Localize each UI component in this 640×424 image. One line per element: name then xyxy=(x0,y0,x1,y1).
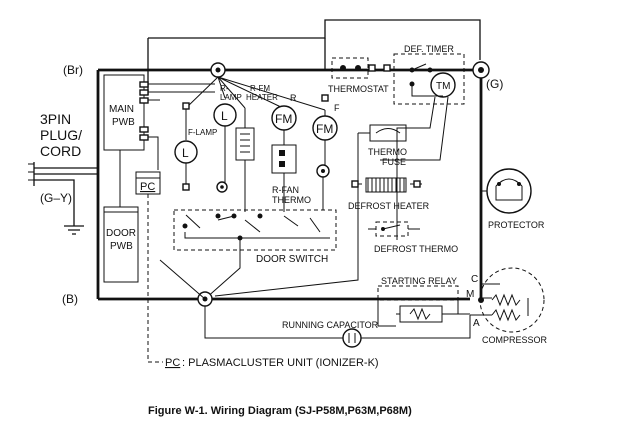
main-pwb-label-1: MAIN xyxy=(109,104,134,115)
pc-box-label: PC xyxy=(140,181,155,193)
label-g-y: (G–Y) xyxy=(40,191,72,205)
bottom-junction-wires xyxy=(159,210,359,300)
capacitor-plates xyxy=(348,333,356,343)
f-lamp-connector xyxy=(182,102,190,110)
door-switch-label: DOOR SWITCH xyxy=(256,254,328,265)
defrost-thermo-contact xyxy=(382,224,401,230)
f-lamp-connector-bottom xyxy=(182,183,190,191)
junction-fan-out xyxy=(185,76,326,111)
capacitor-wires xyxy=(204,306,471,339)
plug-ground-wire xyxy=(34,179,75,226)
fuse-wire-left xyxy=(357,132,370,210)
thermostat-box xyxy=(331,57,369,79)
r-lamp-label-2: LAMP xyxy=(220,93,242,102)
timer-connector xyxy=(383,64,391,72)
label-g: (G) xyxy=(486,77,503,91)
r-lamp-symbol: L xyxy=(221,109,228,123)
door-switch-to-b xyxy=(204,238,241,300)
def-timer-box xyxy=(393,53,465,105)
r-lamp-label-1: R- xyxy=(220,84,229,93)
legend-text: : PLASMACLUSTER UNIT (IONIZER-K) xyxy=(182,357,379,369)
r-fan-thermo-label-2: THERMO xyxy=(272,195,311,205)
main-pwb-pin xyxy=(139,134,149,141)
starting-relay-box xyxy=(377,285,459,301)
top-thin-wire xyxy=(148,19,481,60)
compressor-start-winding xyxy=(491,308,521,322)
f-fm-symbol: FM xyxy=(316,122,333,136)
door-switch-bus xyxy=(184,232,330,239)
relay-ptc xyxy=(409,307,431,321)
f-lamp-label: F-LAMP xyxy=(188,128,217,137)
defrost-heater xyxy=(352,178,422,192)
starting-relay-element xyxy=(399,305,443,323)
plug-prongs xyxy=(28,163,34,181)
r-fan-thermo-label-1: R-FAN xyxy=(272,185,299,195)
starting-relay-label: STARTING RELAY xyxy=(381,276,457,286)
door-pwb-label-1: DOOR xyxy=(106,228,136,239)
defrost-thermo-label: DEFROST THERMO xyxy=(374,244,458,254)
r-fm-heater-label-1: R-FM xyxy=(250,84,270,93)
plug-label-line3: CORD xyxy=(40,143,81,159)
label-br: (Br) xyxy=(63,63,83,77)
timer-motor xyxy=(430,72,456,98)
thermo-fuse-label-2: FUSE xyxy=(382,157,406,167)
terminal-c: C xyxy=(471,274,478,285)
figure-caption: Figure W-1. Wiring Diagram (SJ-P58M,P63M… xyxy=(148,405,412,417)
thermo-fuse-label-1: THERMO xyxy=(368,147,407,157)
running-capacitor-label: RUNNING CAPACITOR xyxy=(282,320,379,330)
main-pwb-pin xyxy=(139,97,149,104)
thermostat-label: THERMOSTAT xyxy=(328,84,389,94)
compressor-label: COMPRESSOR xyxy=(482,335,548,345)
timer-to-fuse xyxy=(380,96,449,161)
pc-leader-line xyxy=(147,194,163,363)
timer-to-defrost xyxy=(396,96,436,240)
main-pwb-wires xyxy=(148,83,215,101)
f-label: F xyxy=(334,103,340,113)
compressor-main-winding xyxy=(491,293,521,307)
main-pwb-pin xyxy=(139,126,149,133)
label-b: (B) xyxy=(62,292,78,306)
f-lamp-symbol: L xyxy=(182,146,189,160)
door-pwb-box xyxy=(103,211,139,283)
ground-symbol xyxy=(64,225,84,235)
protector-label: PROTECTOR xyxy=(488,220,545,230)
heater-connector xyxy=(413,180,421,188)
protector-body xyxy=(495,186,523,201)
main-pwb-box xyxy=(103,74,145,151)
r-fm-heater-label-2: HEATER xyxy=(246,93,278,102)
main-pwb-pin xyxy=(139,89,149,96)
r-fm-heater xyxy=(235,127,255,161)
main-pwb-label-2: PWB xyxy=(112,117,135,128)
compressor-body xyxy=(479,267,545,333)
thermostat-connector xyxy=(368,64,376,72)
plug-label-line1: 3PIN xyxy=(40,111,71,127)
defrost-thermo-box xyxy=(375,221,409,237)
defrost-heater-box xyxy=(365,177,407,193)
thermo-fuse-box xyxy=(369,124,407,142)
timer-contacts xyxy=(411,63,443,97)
r-fm-symbol: FM xyxy=(275,112,292,126)
door-pwb-label-2: PWB xyxy=(110,241,133,252)
capacitor-ring xyxy=(342,328,362,348)
f-fm-connector xyxy=(321,94,329,102)
r-fan-thermo-box xyxy=(271,144,297,174)
tm-symbol: TM xyxy=(436,81,450,92)
door-pwb-top xyxy=(103,206,139,212)
terminal-a: A xyxy=(473,318,480,329)
heater-coil xyxy=(240,133,250,153)
def-timer-label: DEF. TIMER xyxy=(404,44,454,54)
defrost-heater-label: DEFROST HEATER xyxy=(348,201,430,211)
terminal-m: M xyxy=(466,289,474,300)
main-pwb-pin xyxy=(139,81,149,88)
r-label: R xyxy=(290,93,297,103)
thermo-fuse-link xyxy=(375,128,401,134)
door-switch-box xyxy=(173,209,337,251)
plug-label-line2: PLUG/ xyxy=(40,127,82,143)
door-switch-contacts xyxy=(185,214,321,233)
legend-pc: PC xyxy=(165,357,180,369)
main-pwb-to-pc xyxy=(148,136,159,170)
protector xyxy=(486,168,532,214)
heater-connector xyxy=(351,180,359,188)
